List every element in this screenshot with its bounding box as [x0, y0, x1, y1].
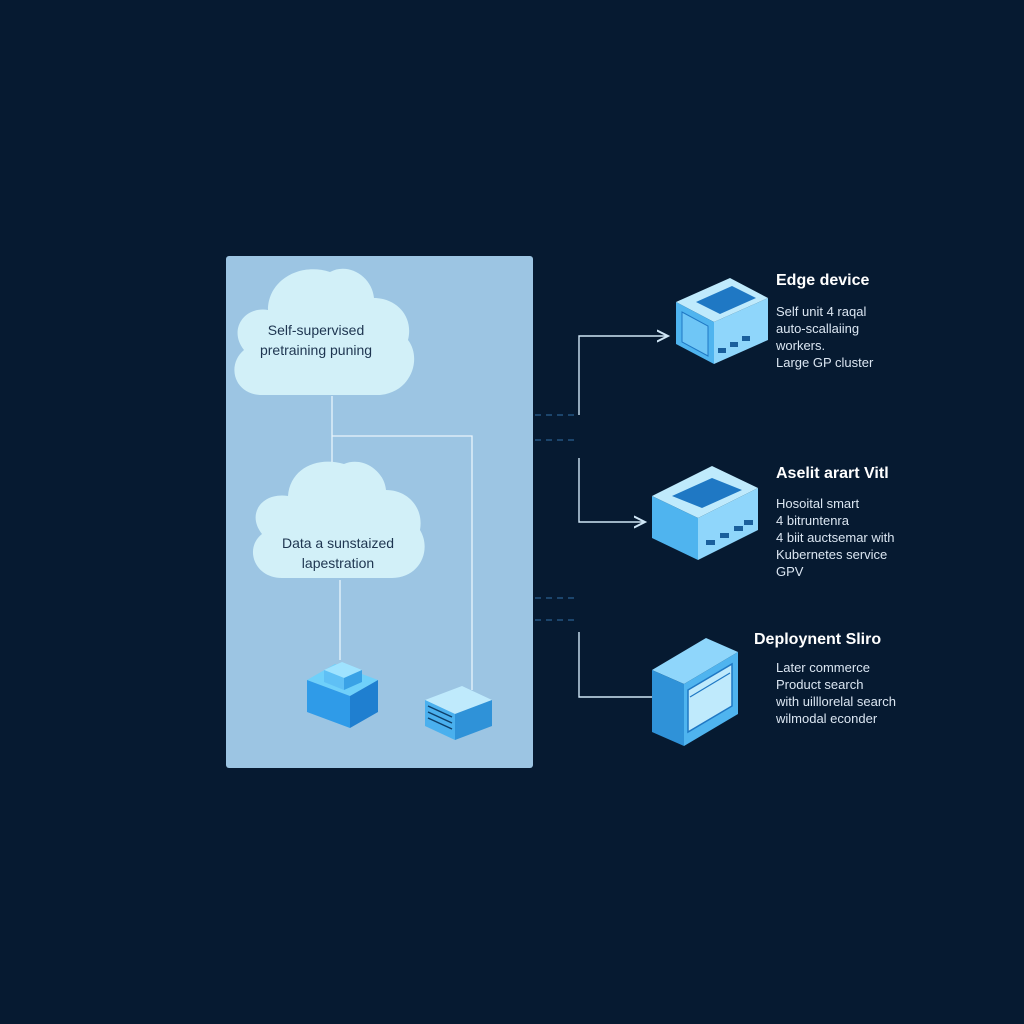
node2-line-3: 4 biit auctsemar with: [776, 530, 895, 545]
node-title-second: Aselit arart Vitl: [776, 465, 889, 482]
output-connectors: [578, 336, 668, 697]
node3-line-2: Product search: [776, 677, 864, 692]
cloud-label-middle: Data a sunstaized lapestration: [258, 533, 418, 573]
node2-line-1: Hosoital smart: [776, 496, 860, 511]
node3-line-3: with uilllorelal search: [776, 694, 896, 709]
server-icon: [652, 466, 758, 560]
edge-device-icon: [676, 278, 768, 364]
dashed-links: [535, 414, 579, 621]
cloud-top-line-1: Self-supervised: [267, 322, 365, 338]
node3-line-1: Later commerce: [776, 660, 870, 675]
node1-line-3: workers.: [776, 338, 826, 353]
node1-line-1: Self unit 4 raqal: [776, 304, 867, 319]
cloud-top-line-2: pretraining puning: [259, 342, 373, 358]
node-desc-deployment: Later commerce Product search with uilll…: [776, 659, 896, 727]
cube-block-icon: [307, 662, 378, 728]
node-desc-edge-device: Self unit 4 raqal auto-scallaiing worker…: [776, 303, 873, 371]
node-title-deployment: Deploynent Sliro: [754, 631, 882, 648]
cloud-middle-line-1: Data a sunstaized: [281, 535, 395, 551]
cloud-middle-line-2: lapestration: [301, 555, 375, 571]
monitor-icon: [652, 638, 738, 746]
rack-unit-icon: [425, 686, 492, 740]
node1-line-4: Large GP cluster: [776, 355, 874, 370]
node-title-edge-device: Edge device: [776, 272, 870, 289]
node1-line-2: auto-scallaiing: [776, 321, 860, 336]
cloud-shape-top: [234, 268, 415, 395]
node3-line-4: wilmodal econder: [776, 711, 878, 726]
internal-connectors: [331, 396, 473, 690]
node2-line-2: 4 bitruntenra: [776, 513, 849, 528]
node-desc-second: Hosoital smart 4 bitruntenra 4 biit auct…: [776, 495, 895, 580]
cloud-shape-middle: [252, 461, 425, 578]
node2-line-4: Kubernetes service: [776, 547, 888, 562]
cloud-label-top: Self-supervised pretraining puning: [236, 320, 396, 360]
node2-line-5: GPV: [776, 564, 804, 579]
